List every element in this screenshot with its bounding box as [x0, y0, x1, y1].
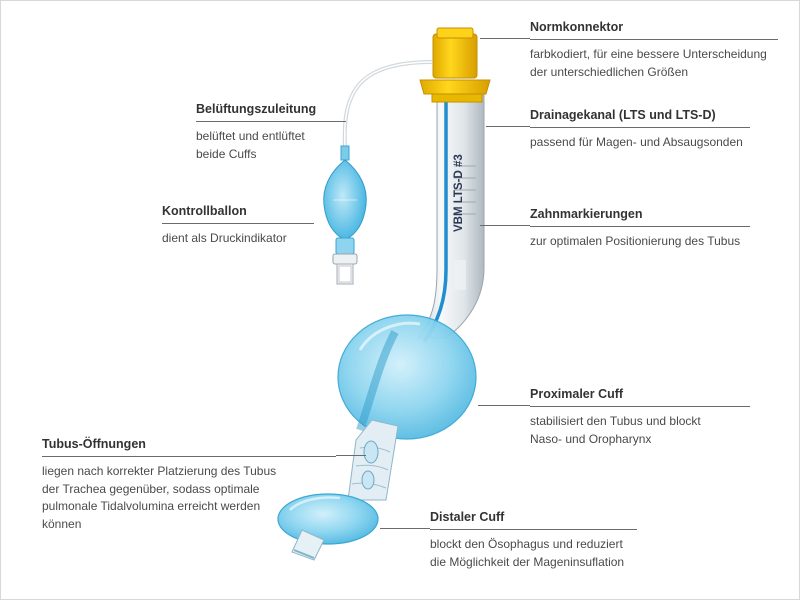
- leader-zahnmarkierungen: [480, 225, 530, 226]
- callout-description: liegen nach korrekter Platzierung des Tu…: [42, 464, 277, 531]
- leader-distaler-cuff: [380, 528, 430, 529]
- callout-rule: [530, 406, 750, 407]
- callout-belueftungszuleitung: Belüftungszuleitung belüftet und entlüft…: [196, 100, 346, 163]
- callout-rule: [530, 226, 750, 227]
- callout-zahnmarkierungen: Zahnmarkierungen zur optimalen Positioni…: [530, 205, 750, 251]
- callout-rule: [530, 39, 778, 40]
- callout-title: Normkonnektor: [530, 20, 624, 34]
- callout-description: passend für Magen- und Absaugsonden: [530, 135, 743, 149]
- tooth-markings: [454, 165, 476, 215]
- callout-description: dient als Druckindikator: [162, 231, 287, 245]
- leader-drainagekanal: [486, 126, 530, 127]
- callout-title: Tubus-Öffnungen: [42, 437, 146, 451]
- callout-description: farbkodiert, für eine bessere Unterschei…: [530, 47, 767, 79]
- callout-title: Drainagekanal (LTS und LTS-D): [530, 108, 716, 122]
- callout-proximaler-cuff: Proximaler Cuff stabilisiert den Tubus u…: [530, 385, 750, 448]
- callout-title: Proximaler Cuff: [530, 387, 624, 401]
- callout-title: Belüftungszuleitung: [196, 102, 317, 116]
- callout-rule: [196, 121, 346, 122]
- callout-rule: [162, 223, 314, 224]
- callout-rule: [42, 456, 336, 457]
- callout-normkonnektor: Normkonnektor farbkodiert, für eine bess…: [530, 18, 778, 81]
- distal-stem: [347, 419, 399, 501]
- callout-rule: [530, 127, 750, 128]
- callout-title: Kontrollballon: [162, 204, 247, 218]
- leader-proximaler-cuff: [478, 405, 530, 406]
- tube-print-label: VBM LTS-D #3: [453, 154, 465, 232]
- callout-distaler-cuff: Distaler Cuff blockt den Ösophagus und r…: [430, 508, 637, 571]
- standard-connector: [419, 27, 491, 103]
- callout-description: zur optimalen Positionierung des Tubus: [530, 234, 741, 248]
- proximal-cuff: [337, 314, 477, 440]
- callout-drainagekanal: Drainagekanal (LTS und LTS-D) passend fü…: [530, 106, 750, 152]
- callout-description: belüftet und entlüftet beide Cuffs: [196, 129, 305, 161]
- inflation-line: [342, 60, 433, 149]
- callout-title: Distaler Cuff: [430, 510, 505, 524]
- callout-description: stabilisiert den Tubus und blockt Naso- …: [530, 414, 701, 446]
- callout-kontrollballon: Kontrollballon dient als Druckindikator: [162, 202, 314, 248]
- leader-tubus-oeffnungen: [336, 455, 366, 456]
- callout-rule: [430, 529, 637, 530]
- check-valve: [332, 253, 358, 285]
- callout-title: Zahnmarkierungen: [530, 207, 643, 221]
- tube-opening: [363, 440, 379, 464]
- callout-tubus-oeffnungen: Tubus-Öffnungen liegen nach korrekter Pl…: [42, 435, 336, 533]
- pilot-balloon: [323, 145, 367, 255]
- distal-tip: [291, 529, 325, 561]
- leader-normkonnektor: [480, 38, 530, 39]
- callout-description: blockt den Ösophagus und reduziert die M…: [430, 537, 625, 569]
